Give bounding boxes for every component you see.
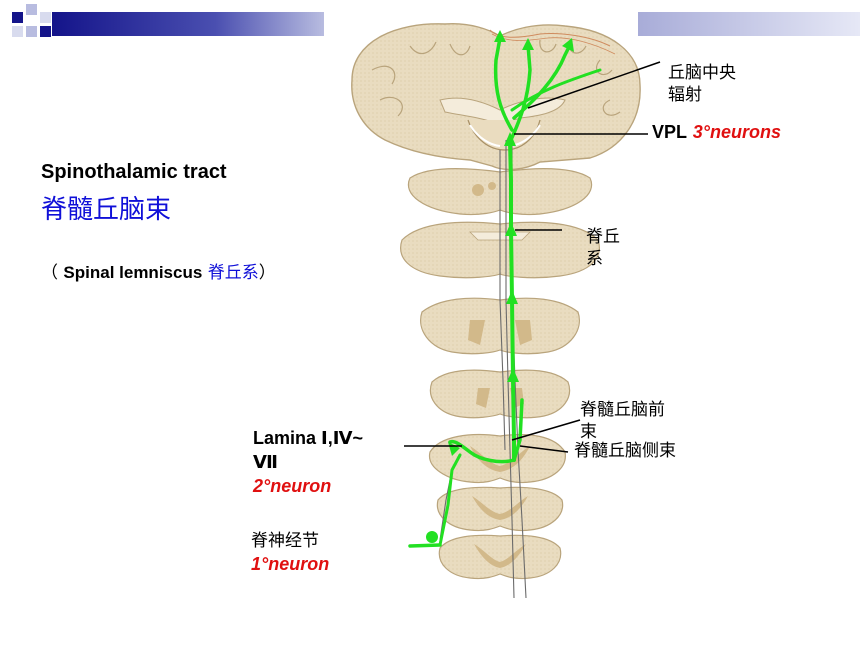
arrowhead: [507, 368, 519, 382]
ganglion-cell: [426, 531, 438, 543]
leader-lines: [404, 61, 661, 453]
label-spinal-lemniscus-line2: 系: [586, 249, 603, 269]
subtitle-open-paren: （: [41, 263, 58, 283]
subtitle-chinese: 脊丘系: [207, 263, 259, 283]
header-square: [12, 26, 23, 37]
label-vpl: VPL 3°neurons: [652, 121, 781, 144]
label-thalamic-radiation-line1: 丘脑中央: [668, 63, 736, 83]
label-anterior-tract-line1: 脊髓丘脑前: [580, 400, 665, 420]
label-vpl-neurons: 3°neurons: [692, 122, 781, 142]
label-first-neuron: 1°neuron: [251, 554, 330, 574]
header-bar-left: [52, 12, 324, 36]
header-square: [12, 12, 23, 23]
cerebrum-section: [351, 22, 641, 171]
header-square: [40, 12, 51, 23]
subtitle: （ Spinal lemniscus 脊丘系）: [41, 262, 276, 284]
label-lamina-line1: Lamina Ⅰ,Ⅳ~: [253, 428, 364, 448]
title-english: Spinothalamic tract: [41, 161, 227, 183]
label-anterior-tract-line2: 束: [580, 422, 597, 442]
label-spinal-lemniscus-line1: 脊丘: [586, 227, 620, 247]
header-square: [26, 4, 37, 15]
arrowhead: [505, 222, 517, 236]
title-chinese: 脊髓丘脑束: [41, 195, 172, 225]
arrowhead: [504, 132, 516, 146]
lower-medulla-section: [429, 369, 571, 419]
arrowhead: [522, 38, 534, 50]
subtitle-close-paren: ）: [258, 263, 276, 283]
header-bar-right: [638, 12, 860, 36]
label-lamina: Lamina Ⅰ,Ⅳ~ Ⅶ 2°neuron: [253, 426, 363, 498]
upper-medulla-section: [420, 297, 580, 355]
arrowhead: [506, 290, 518, 304]
label-ganglion-block: 脊神经节 1°neuron: [251, 530, 329, 576]
label-thalamic-radiation-line2: 辐射: [668, 85, 702, 105]
label-lateral-tract: 脊髓丘脑侧束: [572, 440, 678, 462]
label-lamina-line2: Ⅶ: [253, 452, 278, 472]
subtitle-english: Spinal lemniscus: [63, 263, 203, 282]
label-ganglion: 脊神经节: [251, 531, 319, 551]
label-thalamic-radiation: 丘脑中央 辐射: [668, 62, 736, 106]
label-anterior-tract: 脊髓丘脑前 束: [580, 399, 665, 443]
arrowhead: [494, 30, 506, 42]
label-second-neuron: 2°neuron: [253, 476, 332, 496]
arrowhead: [562, 38, 574, 52]
header-square: [26, 26, 37, 37]
spinal-cord-segments: [429, 433, 566, 580]
header-square: [40, 26, 51, 37]
label-vpl-text: VPL: [652, 122, 688, 142]
label-spinal-lemniscus: 脊丘 系: [586, 226, 620, 270]
